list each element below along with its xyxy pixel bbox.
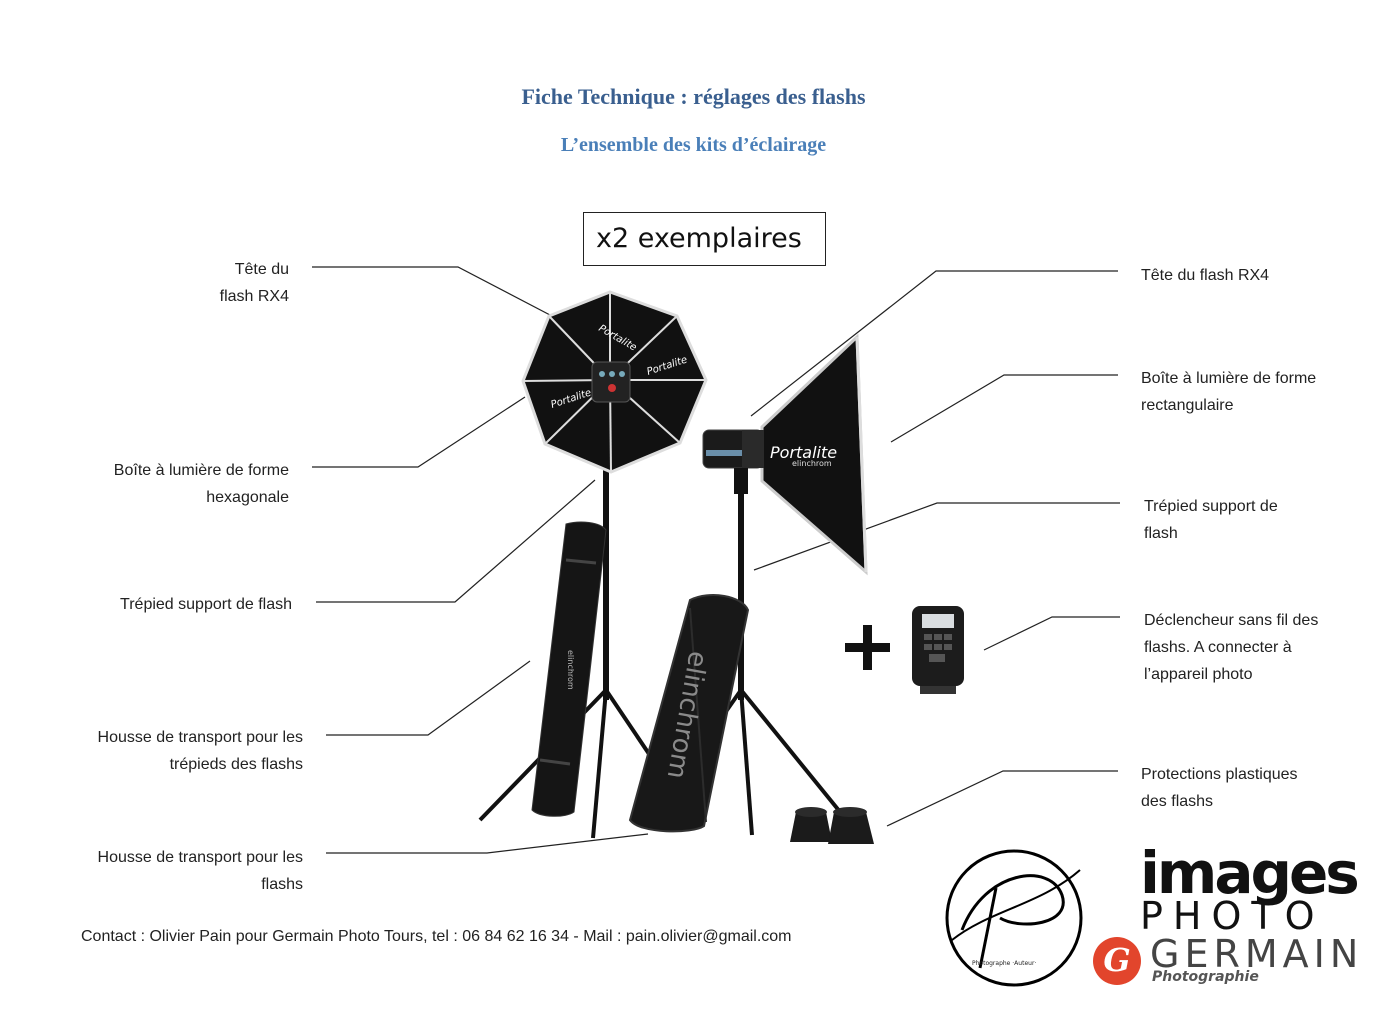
leader-right-tripod [753, 502, 1120, 571]
contact-line: Contact : Olivier Pain pour Germain Phot… [81, 928, 792, 945]
logo-photographie: Photographie [1152, 969, 1259, 985]
logo-photo: PHOTO [1140, 894, 1325, 938]
label-left-tripod: Trépied support de flash [120, 596, 292, 613]
label-right-caps: Protections plastiques des flashs [1141, 766, 1298, 810]
label-left-bag-tripods: Housse de transport pour les trépieds de… [97, 729, 303, 773]
leader-right-caps [886, 770, 1118, 827]
leader-right-head [750, 270, 1118, 417]
page-title: Fiche Technique : réglages des flashs [521, 84, 866, 109]
flash-head [702, 429, 764, 494]
label-left-bag-flashes: Housse de transport pour les flashs [97, 849, 303, 893]
label-right-softbox: Boîte à lumière de forme rectangulaire [1141, 370, 1317, 414]
leader-left-softbox [312, 396, 526, 468]
label-right-trigger: Déclencheur sans fil des flashs. A conne… [1144, 612, 1319, 683]
box-maker: elinchrom [792, 459, 832, 468]
label-right-tripod: Trépied support de flash [1144, 498, 1278, 542]
signature-logo: Photographe ·Auteur· [945, 849, 1083, 987]
logo-germain: GERMAIN [1150, 932, 1364, 976]
leader-left-bag-tripods [326, 660, 531, 736]
tripod-bag-brand: elinchrom [566, 650, 575, 690]
box-brand: Portalite [770, 443, 837, 462]
leader-left-head [312, 266, 574, 328]
logo-images: images [1140, 839, 1360, 907]
leader-left-tripod [316, 479, 596, 603]
plastic-caps [790, 807, 874, 844]
leader-left-bag-flashes [326, 833, 649, 854]
rectangular-softbox: Portalite elinchrom [760, 333, 868, 576]
plus-icon [845, 625, 890, 670]
g-logo-icon: G [1093, 937, 1141, 985]
copies-box: x2 exemplaires [583, 212, 826, 266]
leader-lines [312, 266, 1120, 854]
leader-right-softbox [890, 374, 1118, 443]
label-right-head: Tête du flash RX4 [1141, 267, 1270, 284]
flash-bag: elinchrom [628, 594, 750, 833]
octagonal-softbox: Portalite Portalite Portalite [521, 290, 708, 474]
wireless-trigger [912, 606, 964, 694]
label-left-softbox: Boîte à lumière de forme hexagonale [113, 462, 289, 506]
signature-caption: Photographe ·Auteur· [972, 960, 1036, 967]
tripod-bag: elinchrom [531, 521, 607, 817]
leader-right-trigger [983, 616, 1120, 651]
label-left-head: Tête du flash RX4 [219, 261, 289, 305]
page-subtitle: L’ensemble des kits d’éclairage [560, 134, 827, 156]
